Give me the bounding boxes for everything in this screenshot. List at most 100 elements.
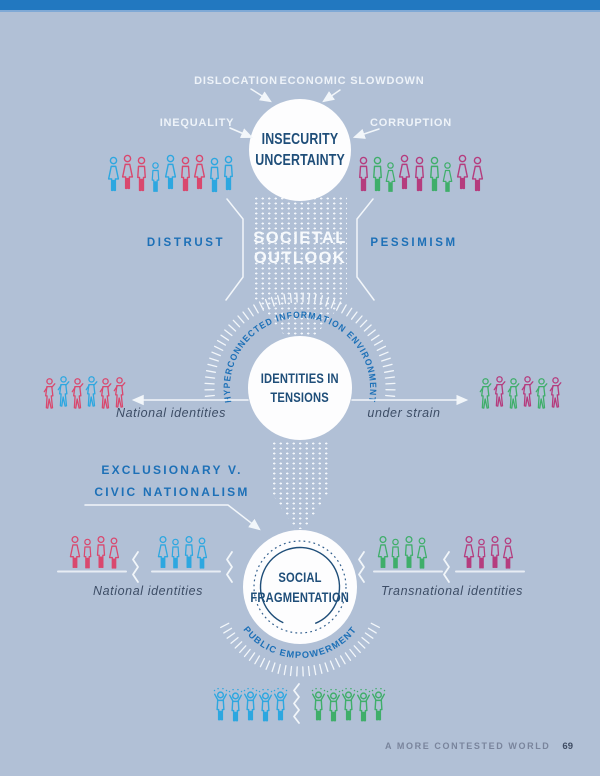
- person-icon: [209, 157, 220, 193]
- outlook-distrust-label: DISTRUST: [146, 237, 226, 249]
- person-icon: [108, 537, 120, 569]
- funnel-bracket-right: [356, 198, 375, 301]
- economic-slowdown-arrow: [322, 89, 341, 103]
- societal-outlook-dotted-funnel: [253, 196, 347, 351]
- funnel-bracket-left: [225, 198, 244, 301]
- group-transnational-green: [377, 535, 428, 569]
- page-footer: A MORE CONTESTED WORLD 69: [0, 741, 573, 752]
- nationalism-arrow: [84, 504, 261, 531]
- crowd-strain-right: [479, 375, 562, 409]
- crowd-top-left: [107, 154, 234, 193]
- person-icon: [429, 156, 440, 192]
- person-icon: [341, 687, 356, 721]
- factor-inequality: INEQUALITY: [159, 117, 235, 129]
- person-icon: [535, 377, 548, 409]
- person-icon: [83, 538, 92, 569]
- person-icon: [193, 154, 206, 190]
- transnational-identities-group-label: Transnational identities: [380, 584, 524, 598]
- person-icon: [490, 535, 500, 569]
- crowd-top-right: [358, 154, 484, 192]
- person-icon: [164, 154, 177, 190]
- fragmentation-dotted-trail: [271, 441, 329, 529]
- person-icon: [493, 375, 506, 407]
- fragmentation-line1: SOCIAL: [278, 569, 322, 585]
- person-icon: [521, 375, 534, 407]
- under-strain-label: under strain: [367, 406, 441, 420]
- identities-line1: IDENTITIES IN: [261, 370, 339, 386]
- person-icon: [71, 377, 84, 409]
- crowd-strain-left: [43, 375, 126, 409]
- person-icon: [398, 154, 411, 190]
- person-icon: [463, 535, 475, 569]
- person-icon: [326, 688, 341, 722]
- factor-corruption: CORRUPTION: [370, 117, 452, 129]
- person-icon: [456, 154, 469, 190]
- insecurity-line2: UNCERTAINTY: [255, 152, 345, 169]
- outlook-pessimism-label: PESSIMISM: [370, 237, 458, 249]
- person-icon: [157, 535, 169, 569]
- person-icon: [171, 538, 180, 569]
- person-icon: [549, 376, 562, 408]
- fracture-zigzag: [132, 551, 139, 583]
- group-transnational-magenta: [463, 535, 514, 569]
- person-icon: [507, 377, 520, 409]
- person-icon: [385, 162, 396, 192]
- identities-line2: TENSIONS: [270, 389, 330, 405]
- person-icon: [442, 162, 453, 192]
- person-icon: [243, 687, 258, 721]
- person-icon: [471, 156, 484, 192]
- group-national-pink: [69, 535, 120, 569]
- person-icon: [416, 537, 428, 569]
- fracture-zigzag: [226, 551, 233, 583]
- inequality-arrow: [229, 127, 254, 138]
- fracture-zigzag: [443, 551, 450, 583]
- person-icon: [372, 156, 383, 192]
- person-icon: [136, 156, 147, 192]
- person-icon: [213, 687, 228, 721]
- group-national-blue: [157, 535, 208, 569]
- crowd-empowered-green: [311, 687, 386, 722]
- person-icon: [121, 154, 134, 190]
- dislocation-arrow: [250, 88, 272, 103]
- societal-outlook-title: SOCIETAL OUTLOOK: [253, 228, 346, 268]
- fragmentation-line2: FRAGMENTATION: [250, 589, 350, 605]
- person-icon: [151, 162, 160, 192]
- person-icon: [228, 688, 243, 722]
- nationalism-line1: EXCLUSIONARY V.: [101, 463, 243, 477]
- person-icon: [184, 535, 194, 569]
- person-icon: [57, 375, 70, 407]
- person-icon: [404, 535, 414, 569]
- person-icon: [258, 688, 273, 722]
- factor-economic-slowdown: ECONOMIC SLOWDOWN: [279, 75, 425, 87]
- crowd-empowered-blue: [213, 687, 288, 722]
- person-icon: [99, 377, 112, 409]
- insecurity-line1: INSECURITY: [261, 131, 339, 148]
- insecurity-circle: INSECURITY UNCERTAINTY: [249, 99, 351, 201]
- person-icon: [391, 538, 400, 569]
- societal-outlook-line2: OUTLOOK: [253, 249, 347, 267]
- nationalism-label: EXCLUSIONARY V. CIVIC NATIONALISM: [94, 459, 249, 503]
- person-icon: [85, 375, 98, 407]
- person-icon: [358, 156, 369, 192]
- person-icon: [502, 537, 514, 569]
- corruption-arrow: [352, 128, 380, 139]
- fragmentation-circle: SOCIAL FRAGMENTATION: [243, 530, 357, 644]
- top-accent-bar: [0, 0, 600, 10]
- person-icon: [479, 377, 492, 409]
- national-identities-group-label: National identities: [92, 584, 204, 598]
- nationalism-line2: CIVIC NATIONALISM: [94, 485, 250, 499]
- societal-outlook-line1: SOCIETAL: [253, 229, 347, 247]
- fracture-zigzag: [358, 551, 365, 583]
- top-accent-underline: [0, 10, 600, 12]
- person-icon: [96, 535, 106, 569]
- fracture-zigzag: [293, 683, 300, 724]
- identities-circle: IDENTITIES IN TENSIONS: [248, 336, 352, 440]
- person-icon: [69, 535, 81, 569]
- footer-page-number: 69: [562, 741, 573, 752]
- person-icon: [273, 687, 288, 721]
- factor-dislocation: DISLOCATION: [194, 75, 278, 87]
- footer-title: A MORE CONTESTED WORLD: [385, 741, 551, 751]
- person-icon: [43, 377, 56, 409]
- person-icon: [371, 687, 386, 721]
